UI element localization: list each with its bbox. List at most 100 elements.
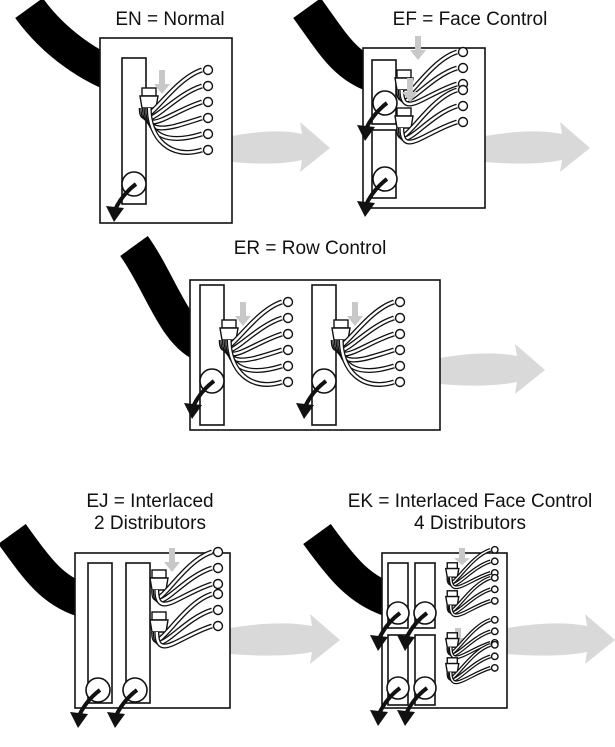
return-bend-icon xyxy=(490,615,499,624)
feeder-tube-core-icon xyxy=(148,107,203,154)
label-en: EN = Normal xyxy=(70,9,270,31)
airflow-arrow-icon xyxy=(485,122,590,172)
return-bend-icon xyxy=(212,578,224,590)
feeder-tube-core-icon xyxy=(400,82,458,106)
diagram-ej xyxy=(0,524,340,728)
return-bend-icon xyxy=(202,128,214,140)
return-bend-icon xyxy=(282,360,294,372)
distributor-head-icon xyxy=(221,319,237,329)
diagram-en xyxy=(15,0,330,224)
distributor-head-icon xyxy=(396,69,412,79)
return-bend-icon xyxy=(202,64,214,76)
return-bend-icon xyxy=(394,376,406,388)
return-bend-icon xyxy=(457,116,469,128)
outlet-arrow-icon xyxy=(397,635,415,651)
outlet-arrow-icon xyxy=(106,206,124,222)
distributor-head-icon xyxy=(446,590,459,598)
header-tube xyxy=(199,284,225,426)
return-bend-icon xyxy=(212,604,224,616)
label-ej-title: EJ = Interlaced xyxy=(86,491,214,512)
outlet-arrow-icon xyxy=(107,712,125,728)
return-bend-icon xyxy=(457,62,469,74)
feeder-tube-core-icon xyxy=(449,600,491,616)
refrigerant-inlet-arrow-icon xyxy=(402,78,418,102)
label-ek-title: EK = Interlaced Face Control xyxy=(347,491,593,512)
return-bend-icon xyxy=(490,663,499,672)
return-bend-icon xyxy=(457,84,469,96)
label-ek-subtitle: 4 Distributors xyxy=(414,513,526,534)
return-bend-icon xyxy=(212,562,224,574)
return-bend-icon xyxy=(490,557,499,566)
return-bend-icon xyxy=(212,620,224,632)
feeder-tube-core-icon xyxy=(449,667,491,683)
airflow-arrow-icon xyxy=(232,122,330,172)
outlet-arrow-icon xyxy=(296,403,314,419)
distributor-head-icon xyxy=(333,319,349,329)
return-bend-icon xyxy=(394,312,406,324)
return-bend-icon xyxy=(490,640,499,649)
outlet-arrow-icon xyxy=(184,403,202,419)
distributor-head-icon xyxy=(446,657,459,665)
feeder-tube-core-icon xyxy=(228,339,283,386)
return-bend-icon xyxy=(202,96,214,108)
coil-panel xyxy=(99,37,233,224)
distributor-head-icon xyxy=(151,611,167,621)
distributor-head-icon xyxy=(446,562,459,570)
feeder-tube-core-icon xyxy=(400,120,458,144)
return-bend-icon xyxy=(282,328,294,340)
distributor-head-icon xyxy=(151,569,167,579)
return-bend-icon xyxy=(282,312,294,324)
feeder-tube-core-icon xyxy=(340,339,395,386)
outlet-arrow-icon xyxy=(70,712,88,728)
return-bend-icon xyxy=(202,112,214,124)
return-bend-icon xyxy=(394,328,406,340)
refrigerant-inlet-arrow-icon xyxy=(347,302,363,326)
diagram-ek xyxy=(303,524,615,726)
return-bend-icon xyxy=(394,344,406,356)
refrigerant-inlet-arrow-icon xyxy=(454,548,470,566)
feeder-tube-core-icon xyxy=(449,572,491,588)
airflow-arrow-icon xyxy=(230,614,340,664)
outlet-arrow-icon xyxy=(370,635,388,651)
label-ef: EF = Face Control xyxy=(355,9,585,31)
label-ef-title: EF = Face Control xyxy=(392,9,548,30)
refrigerant-inlet-arrow-icon xyxy=(410,36,426,60)
distributor-body-icon xyxy=(149,619,169,633)
feeder-tube-core-icon xyxy=(449,642,491,658)
coil-tube-icon xyxy=(0,524,88,617)
distributor-head-icon xyxy=(141,87,157,97)
refrigerant-inlet-arrow-icon xyxy=(164,548,180,572)
return-bend-icon xyxy=(212,588,224,600)
outlet-arrow-icon xyxy=(397,710,415,726)
return-bend-icon xyxy=(202,144,214,156)
return-bend-icon xyxy=(282,376,294,388)
return-bend-icon xyxy=(490,545,499,554)
airflow-arrow-icon xyxy=(440,344,545,394)
label-ej: EJ = Interlaced 2 Distributors xyxy=(50,491,250,535)
return-bend-icon xyxy=(490,627,499,636)
return-bend-icon xyxy=(212,546,224,558)
return-bend-icon xyxy=(457,46,469,58)
label-en-title: EN = Normal xyxy=(115,9,225,30)
airflow-arrow-icon xyxy=(507,614,615,664)
feeder-tube-core-icon xyxy=(155,582,213,606)
distributor-head-icon xyxy=(446,632,459,640)
outlet-arrow-icon xyxy=(357,201,375,217)
return-bend-icon xyxy=(282,296,294,308)
refrigerant-inlet-arrow-icon xyxy=(235,302,251,326)
label-er-title: ER = Row Control xyxy=(233,238,387,259)
return-bend-icon xyxy=(394,296,406,308)
return-bend-icon xyxy=(490,596,499,605)
outlet-arrow-icon xyxy=(357,125,375,141)
return-bend-icon xyxy=(490,573,499,582)
refrigerant-inlet-arrow-icon xyxy=(154,70,170,94)
return-bend-icon xyxy=(282,344,294,356)
return-bend-icon xyxy=(490,652,499,661)
return-bend-icon xyxy=(490,585,499,594)
feeder-tube-core-icon xyxy=(155,624,213,648)
diagram-ef xyxy=(293,0,590,217)
distributor-body-icon xyxy=(149,577,169,591)
return-bend-icon xyxy=(394,360,406,372)
